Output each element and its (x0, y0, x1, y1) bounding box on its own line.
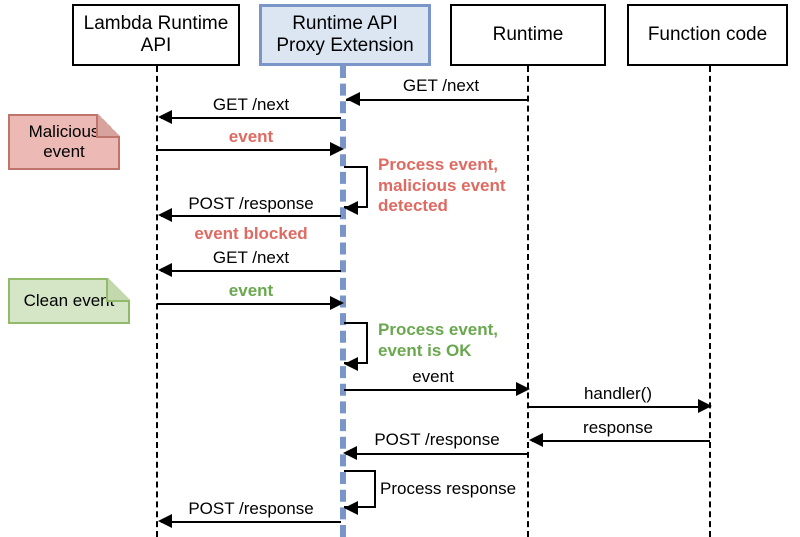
arrowhead-left-icon (344, 501, 358, 515)
participant-function-code[interactable]: Function code (627, 4, 788, 66)
participant-label: Runtime (492, 24, 564, 46)
arrowhead-right-icon (330, 142, 344, 156)
arrowhead-left-icon (158, 208, 172, 222)
message-label-event-clean: event (228, 281, 274, 300)
arrowhead-left-icon (158, 514, 172, 528)
message-line-get-next-runtime-to-proxy (346, 99, 528, 101)
message-label-response-from-function: response (583, 418, 653, 437)
arrowhead-left-icon (344, 357, 358, 371)
note-label: Malicious event (28, 121, 100, 161)
self-call-label-process-clean-event: Process event, event is OK (378, 320, 499, 360)
message-line-event-to-runtime (344, 389, 520, 391)
message-line-get-next-proxy-to-api-2 (161, 270, 341, 272)
arrowhead-left-icon (158, 110, 172, 124)
arrowhead-left-icon (346, 92, 360, 106)
arrowhead-left-icon (158, 263, 172, 277)
lifeline-function-code (709, 66, 711, 537)
message-line-event-clean (157, 303, 333, 305)
note-label: Clean event (23, 290, 115, 310)
note-malicious-event: Malicious event (8, 114, 120, 170)
self-call-loop-process-response (344, 470, 376, 508)
participant-lambda-runtime-api[interactable]: Lambda Runtime API (72, 4, 240, 66)
message-line-event-malicious (157, 149, 333, 151)
note-fold-corner-icon (106, 278, 130, 302)
message-label-event-to-runtime: event (412, 367, 454, 386)
message-label-get-next-runtime-to-proxy: GET /next (402, 76, 480, 95)
message-label-post-response-blocked: POST /response (188, 194, 314, 213)
lifeline-runtime (527, 66, 529, 537)
participant-runtime-api-proxy-extension[interactable]: Runtime API Proxy Extension (259, 4, 431, 66)
message-label-post-response-proxy-to-api: POST /response (188, 499, 314, 518)
participant-runtime[interactable]: Runtime (450, 4, 606, 66)
self-call-label-process-malicious-event: Process event, malicious event detected (378, 155, 506, 216)
note-clean-event: Clean event (8, 278, 130, 324)
message-line-get-next-proxy-to-api (161, 117, 341, 119)
note-fold-corner-icon (96, 114, 120, 138)
lifeline-lambda-runtime-api (156, 66, 158, 537)
message-label-event-blocked: event blocked (194, 224, 308, 243)
message-line-response-from-function (532, 440, 710, 442)
self-call-label-process-response: Process response (380, 479, 517, 498)
message-line-handler-call (529, 406, 704, 408)
message-line-post-response-runtime-to-proxy (346, 453, 528, 455)
participant-label: Function code (647, 24, 768, 46)
message-line-post-response-proxy-to-api (161, 521, 341, 523)
message-line-post-response-blocked (161, 215, 341, 217)
message-label-post-response-runtime-to-proxy: POST /response (374, 430, 500, 449)
participant-label: Lambda Runtime API (83, 13, 229, 56)
arrowhead-right-icon (330, 296, 344, 310)
arrowhead-left-icon (343, 446, 357, 460)
message-label-get-next-proxy-to-api-2: GET /next (212, 248, 290, 267)
arrowhead-right-icon (516, 382, 530, 396)
message-label-handler-call: handler() (583, 384, 653, 403)
arrowhead-left-icon (529, 433, 543, 447)
participant-label: Runtime API Proxy Extension (276, 13, 414, 56)
message-label-get-next-proxy-to-api: GET /next (212, 95, 290, 114)
arrowhead-left-icon (344, 201, 358, 215)
message-label-event-malicious: event (228, 127, 274, 146)
arrowhead-right-icon (698, 399, 712, 413)
